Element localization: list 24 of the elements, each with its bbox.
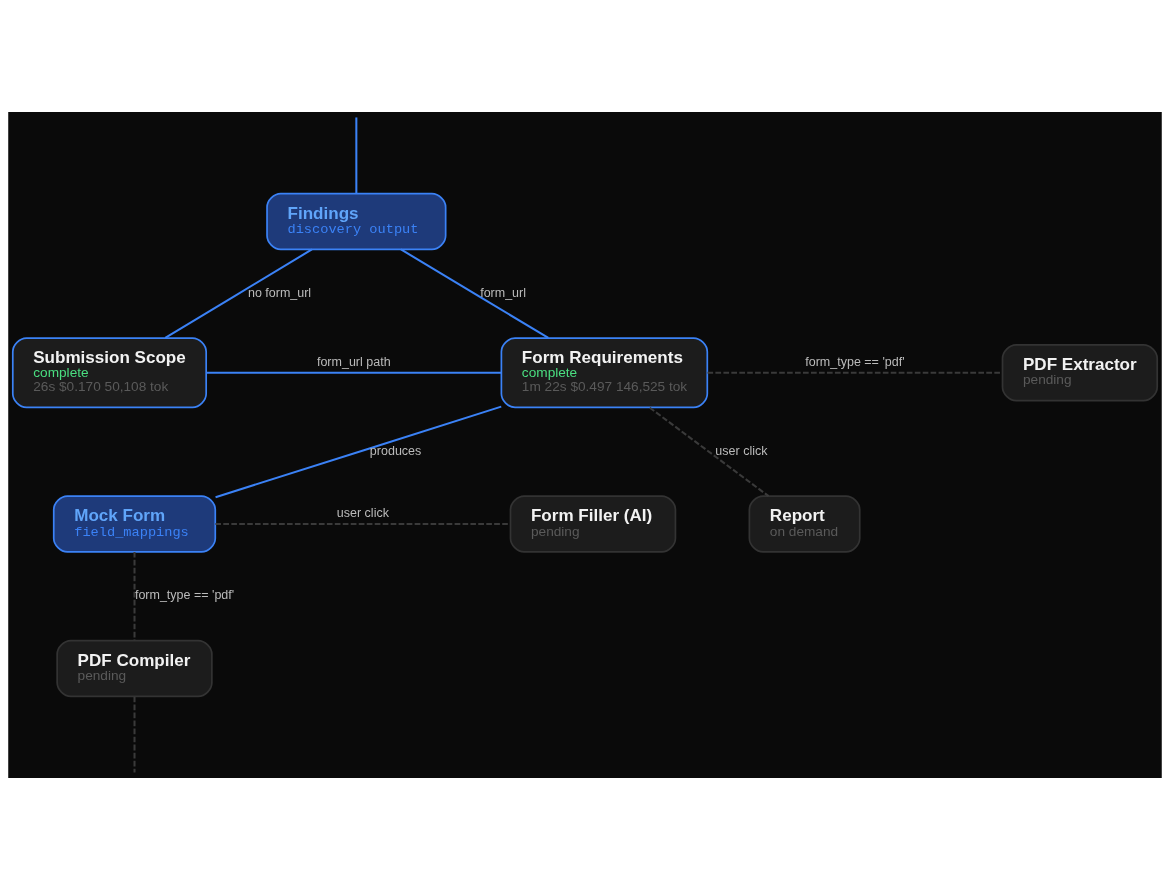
node-box: Mock Form field_mappings — [52, 495, 217, 553]
edge-label: form_url path — [316, 354, 391, 369]
edge-label: user click — [336, 506, 389, 521]
connector — [215, 523, 511, 526]
connector — [133, 696, 136, 773]
node-box: PDF Extractor pending — [1001, 344, 1159, 402]
node-box: Form Filler (AI) pending — [509, 495, 677, 553]
connector — [164, 248, 313, 339]
node-box: PDF Compiler pending — [56, 639, 213, 698]
node-box: Form Requirements complete 1m 22s $0.497 146,525 tok — [500, 337, 709, 409]
connector — [215, 405, 502, 499]
edge-label: produces — [369, 444, 422, 459]
connector — [400, 248, 549, 339]
node-box: Findings discovery output — [266, 192, 447, 251]
edge-label: form_type == 'pdf' — [805, 354, 905, 369]
connector — [206, 371, 502, 374]
connector — [649, 406, 770, 497]
node-box: Submission Scope complete 26s $0.170 50,108 tok — [11, 337, 208, 409]
edge-label: form_url — [480, 285, 527, 300]
node-box: Report on demand — [748, 495, 861, 553]
edge-label: user click — [715, 444, 768, 459]
connector — [707, 371, 1003, 374]
edge-label: no form_url — [247, 285, 312, 300]
edge-label: form_type == 'pdf' — [134, 588, 235, 603]
